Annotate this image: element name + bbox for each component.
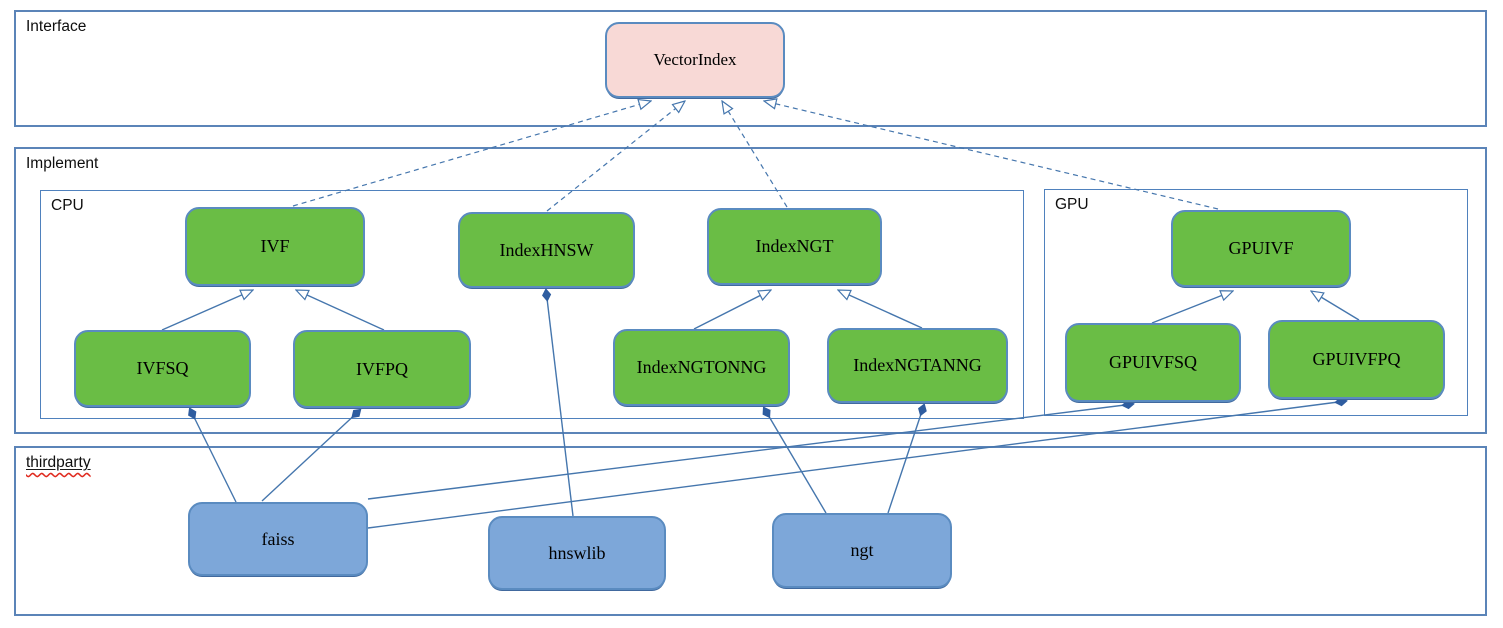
node-gpuivfsq-label: GPUIVFSQ	[1108, 352, 1198, 372]
node-indexhnsw-label: IndexHNSW	[499, 239, 594, 260]
node-gpuivfpq: GPUIVFPQ	[1268, 320, 1445, 399]
node-indexngtanng-label: IndexNGTANNG	[853, 355, 982, 375]
node-gpuivfsq: GPUIVFSQ	[1065, 323, 1241, 402]
node-ngt: ngt	[772, 513, 952, 588]
node-indexngtonng: IndexNGTONNG	[613, 329, 790, 406]
node-ivfpq: IVFPQ	[293, 330, 471, 408]
thirdparty-section-label: thirdparty	[26, 454, 91, 471]
node-ivf-label: IVF	[260, 236, 290, 256]
node-faiss: faiss	[188, 502, 368, 576]
implement-section-label: Implement	[26, 155, 99, 172]
node-indexngt: IndexNGT	[707, 208, 882, 285]
node-hnswlib: hnswlib	[488, 516, 666, 590]
node-vectorindex-label: VectorIndex	[653, 50, 737, 69]
node-ngt-label: ngt	[850, 540, 874, 560]
node-faiss-label: faiss	[261, 528, 295, 549]
node-gpuivfpq-label: GPUIVFPQ	[1312, 349, 1401, 369]
node-hnswlib-label: hnswlib	[548, 542, 606, 563]
node-indexngt-label: IndexNGT	[755, 236, 834, 256]
node-vectorindex: VectorIndex	[605, 22, 785, 98]
gpu-section-label: GPU	[1055, 196, 1089, 213]
node-gpuivf-label: GPUIVF	[1228, 238, 1294, 258]
node-indexngtonng-label: IndexNGTONNG	[636, 357, 767, 377]
node-ivfsq: IVFSQ	[74, 330, 251, 407]
node-gpuivf: GPUIVF	[1171, 210, 1351, 287]
node-indexngtanng: IndexNGTANNG	[827, 328, 1008, 403]
node-indexhnsw: IndexHNSW	[458, 212, 635, 288]
node-ivfpq-label: IVFPQ	[355, 358, 408, 379]
cpu-section-label: CPU	[51, 197, 84, 214]
node-ivfsq-label: IVFSQ	[136, 358, 189, 378]
interface-section-label: Interface	[26, 18, 87, 35]
node-ivf: IVF	[185, 207, 365, 286]
